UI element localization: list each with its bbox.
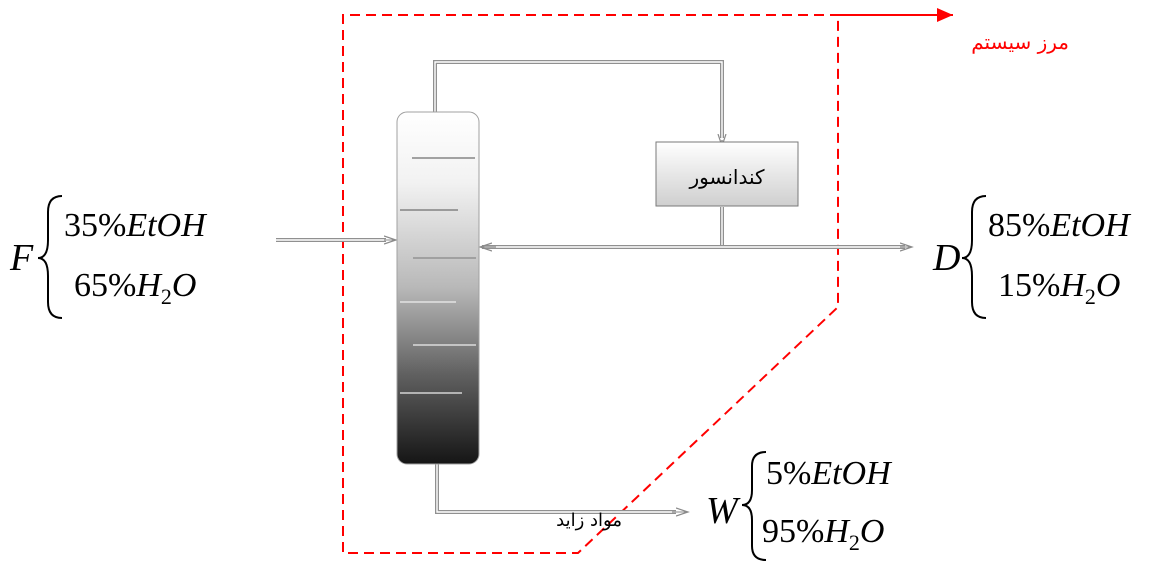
condenser-box <box>655 141 799 207</box>
feed-ethanol-species: EtOH <box>125 207 208 244</box>
distillate-water-o: O <box>1096 267 1121 304</box>
bottoms-ethanol-species: EtOH <box>810 455 893 492</box>
feed-composition-water: 65%H2O <box>74 267 196 309</box>
waste-label: مواد زاید <box>556 510 622 531</box>
feed-water-h: H <box>135 267 163 304</box>
bottoms-water-o: O <box>860 513 885 550</box>
feed-water-o: O <box>172 267 197 304</box>
distillate-composition-ethanol: 85%EtOH <box>988 207 1132 244</box>
bottoms-line <box>435 462 676 514</box>
bottoms-composition-ethanol: 5%EtOH <box>766 455 893 492</box>
distillate-water-h: H <box>1059 267 1087 304</box>
distillate-water-sub: 2 <box>1085 284 1096 309</box>
bottoms-stream: W 5%EtOH 95%H2O <box>706 451 893 561</box>
feed-stream: F 35%EtOH 65%H2O <box>9 195 208 319</box>
feed-brace <box>37 195 63 319</box>
condenser: کندانسور <box>655 141 799 207</box>
distillate-brace <box>961 195 987 319</box>
column-trays <box>400 157 476 394</box>
feed-water-pct: 65% <box>74 267 136 304</box>
distillate-stream: D 85%EtOH 15%H2O <box>932 195 1132 319</box>
condenser-label: کندانسور <box>688 165 764 189</box>
feed-water-sub: 2 <box>161 284 172 309</box>
distillate-ethanol-pct: 85% <box>988 207 1050 244</box>
bottoms-symbol: W <box>706 490 741 532</box>
bottoms-composition-water: 95%H2O <box>762 513 884 555</box>
boundary-dashed-line <box>342 14 840 554</box>
bottoms-water-h: H <box>823 513 851 550</box>
distillation-column <box>396 111 480 465</box>
feed-symbol: F <box>9 237 34 279</box>
bottoms-water-pct: 95% <box>762 513 824 550</box>
bottoms-ethanol-pct: 5% <box>766 455 811 492</box>
pipes <box>276 60 912 514</box>
system-boundary: مرز سیستم <box>342 8 1069 554</box>
feed-composition-ethanol: 35%EtOH <box>64 207 208 244</box>
distillate-water-pct: 15% <box>998 267 1060 304</box>
column-body <box>396 111 480 465</box>
boundary-label: مرز سیستم <box>971 30 1069 54</box>
distillate-composition-water: 15%H2O <box>998 267 1120 309</box>
bottoms-brace <box>741 451 767 561</box>
feed-ethanol-pct: 35% <box>64 207 126 244</box>
distillate-symbol: D <box>932 237 960 279</box>
distillate-ethanol-species: EtOH <box>1049 207 1132 244</box>
bottoms-water-sub: 2 <box>849 530 860 555</box>
